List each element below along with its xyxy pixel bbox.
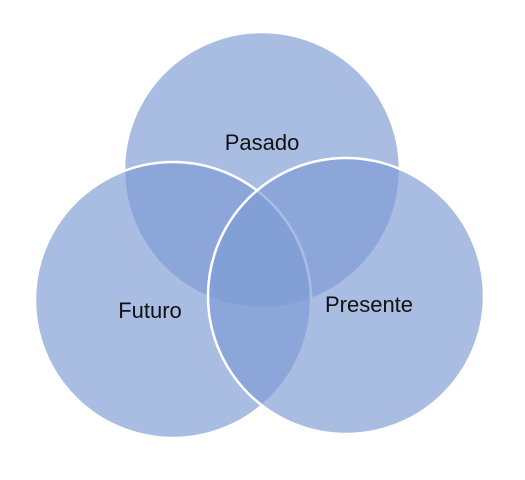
label-pasado: Pasado xyxy=(225,130,300,155)
circle-presente xyxy=(206,156,486,436)
label-presente: Presente xyxy=(325,292,413,317)
label-futuro: Futuro xyxy=(118,298,182,323)
